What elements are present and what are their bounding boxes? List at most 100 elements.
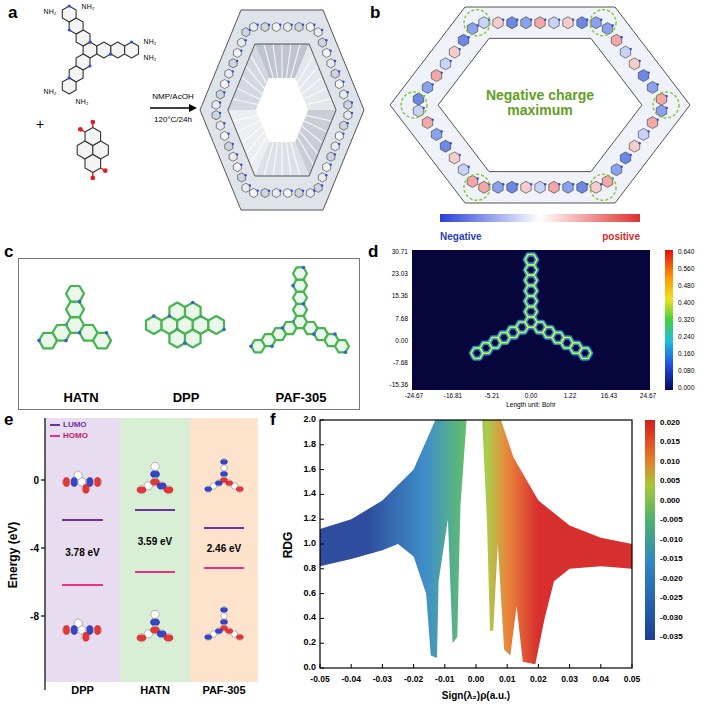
framework-cell [295, 188, 303, 197]
energy-band: 2.46 eVPAF-305 [190, 418, 258, 702]
framework-cell [535, 17, 545, 29]
tick-label: -0.005 [660, 516, 683, 525]
hatn-molecule [37, 286, 111, 348]
molecule-ring [221, 613, 228, 619]
orbital-lobe [220, 607, 227, 612]
nitrogen-atom [333, 332, 337, 336]
axis-tick [351, 664, 352, 668]
tick-label: -0.04 [342, 675, 361, 684]
nitrogen-atom [656, 83, 658, 85]
framework-cell [638, 128, 648, 140]
nitrogen-atom [236, 153, 238, 155]
framework-cell [221, 80, 229, 89]
tick-label: 0.640 [678, 248, 694, 255]
molecule-ring [525, 255, 537, 265]
framework-ring [200, 10, 364, 210]
axis-tick [444, 664, 445, 668]
molecule-name: PAF-305 [275, 391, 326, 405]
framework-cell [318, 38, 326, 47]
framework-cell [493, 17, 503, 29]
tick-label: 15.36 [392, 293, 408, 300]
framework-cell [629, 58, 639, 70]
molecule-ring [151, 618, 160, 626]
atom-label: NH₂ [144, 38, 157, 46]
nitrogen-atom [244, 39, 246, 41]
arrow-head [189, 104, 197, 112]
molecule-ring [146, 316, 162, 334]
molecule-ring [221, 471, 228, 477]
molecule-ring [93, 333, 111, 349]
framework-cell [647, 117, 657, 129]
molecule-ring [525, 265, 537, 275]
tick-label: 0.560 [678, 265, 694, 272]
panel-d-art [412, 250, 673, 390]
framework-cell [306, 188, 314, 197]
orbital-lobe [164, 486, 173, 493]
gap-value: 3.59 eV [138, 536, 172, 547]
tick-label: 1.2 [303, 514, 316, 524]
axis-title: RDG [282, 532, 295, 559]
oxygen-atom [78, 127, 83, 132]
axis-tick [476, 664, 477, 668]
reaction-condition: NMP/AcOH [152, 93, 193, 102]
framework-cell [602, 175, 612, 187]
nitrogen-atom [629, 154, 631, 156]
pore-stripe [246, 66, 265, 89]
nitrogen-atom [302, 302, 306, 306]
framework-cell [611, 164, 621, 176]
molecule-ring [221, 607, 228, 613]
nitrogen-atom [227, 132, 229, 134]
tick-label: 0.00 [395, 337, 408, 344]
pore-stripe [299, 66, 318, 89]
nitrogen-atom [290, 190, 292, 192]
framework-cell [422, 117, 432, 129]
nitrogen-atom [502, 183, 504, 185]
nitrogen-atom [281, 326, 285, 330]
framework-cell [611, 34, 621, 46]
pore-stripe [291, 142, 300, 176]
nitrogen-atom [449, 142, 451, 144]
axis-tick [320, 593, 324, 594]
pore-stripe [281, 142, 282, 176]
nitrogen-atom [270, 344, 274, 348]
nitrogen-atom [638, 60, 640, 62]
tick-label: 16.43 [601, 392, 617, 399]
framework-cell [238, 173, 246, 182]
tick-label: 24.67 [640, 392, 656, 399]
molecule-ring [94, 478, 102, 487]
homo-level [135, 571, 175, 573]
nitrogen-atom [302, 190, 304, 192]
tick-label: 0.04 [593, 675, 610, 684]
framework-cell [344, 100, 352, 109]
framework-cell [507, 181, 517, 193]
framework-cell [327, 152, 335, 161]
pore-stripe [232, 99, 258, 105]
gap-value: 3.78 eV [65, 547, 99, 558]
band-fill [45, 418, 120, 682]
molecule-ring [137, 486, 146, 494]
pore-stripe [286, 142, 291, 176]
nitrogen-atom [572, 183, 574, 185]
framework-cell [216, 121, 224, 130]
molecule-ring [293, 304, 307, 316]
framework-cell [458, 164, 468, 176]
framework-cell [250, 188, 258, 197]
panel-letter: c [4, 243, 13, 262]
framework-cell [272, 188, 280, 197]
nitrogen-atom [232, 143, 234, 145]
nitrogen-atom [440, 130, 442, 132]
molecule-ring [111, 42, 125, 58]
tick-label: 0.4 [303, 613, 316, 623]
pore-stripe [273, 142, 278, 176]
tick-label: 0.005 [660, 477, 680, 486]
nitrogen-atom [342, 132, 344, 134]
lumo-level [62, 519, 103, 521]
pore-stripe [306, 99, 332, 105]
elf-molecule [471, 255, 591, 359]
nitrogen-atom [281, 326, 285, 330]
band-fill [120, 418, 190, 682]
tick-label: 0.6 [303, 589, 316, 599]
nitrogen-atom [321, 29, 323, 31]
orbital-lobe [150, 471, 159, 478]
nitrogen-atom [325, 174, 327, 176]
